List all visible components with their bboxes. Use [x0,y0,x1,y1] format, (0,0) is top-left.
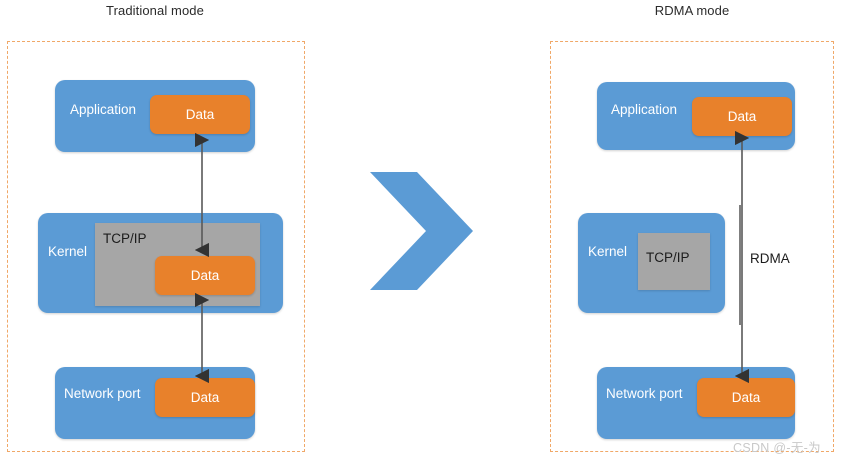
right-panel-boundary [550,41,834,452]
left-network-port-data-label: Data [190,390,220,405]
right-network-port-data-box: Data [697,378,795,417]
left-network-port-label: Network port [64,386,141,401]
left-kernel-label: Kernel [48,244,88,259]
left-panel-boundary [7,41,305,452]
right-kernel-label: Kernel [588,244,628,259]
left-application-data-label: Data [185,107,215,122]
right-network-port-data-label: Data [731,390,761,405]
left-kernel-data-label: Data [190,268,220,283]
right-panel-title: RDMA mode [654,3,730,18]
left-panel-title: Traditional mode [106,3,204,18]
right-application-data-box: Data [692,97,792,136]
right-rdma-path-label: RDMA [750,251,790,266]
left-arrow-kernel-network [194,292,210,384]
transition-chevron-icon [370,172,473,290]
left-kernel-data-box: Data [155,256,255,295]
left-application-data-box: Data [150,95,250,134]
left-tcpip-label: TCP/IP [103,231,147,246]
right-application-data-label: Data [727,109,757,124]
left-application-label: Application [70,102,137,117]
left-network-port-data-box: Data [155,378,255,417]
right-network-port-label: Network port [606,386,683,401]
left-arrow-app-kernel [194,132,210,258]
right-tcpip-box [638,233,710,290]
right-tcpip-label: TCP/IP [646,250,690,265]
right-arrow-rdma-bypass [734,130,750,384]
right-application-label: Application [611,102,678,117]
csdn-watermark: CSDN @-无-为 [733,441,821,455]
